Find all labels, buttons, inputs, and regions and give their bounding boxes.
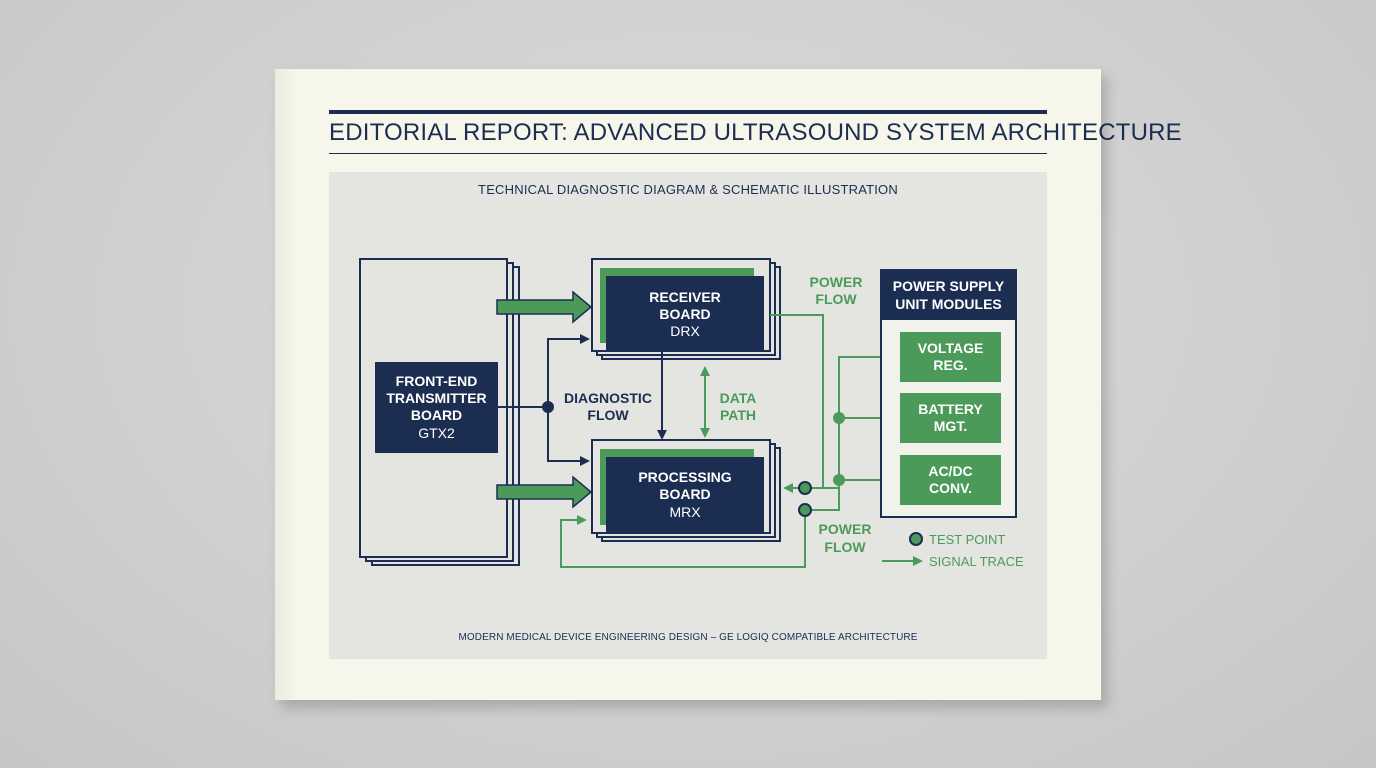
front-end-board [375,362,498,453]
diagnostic-flow-lines [498,334,667,466]
test-point-icon [798,503,812,517]
test-point-icon [798,481,812,495]
processing-board [606,457,764,532]
data-path-label-1: DATA [720,390,757,406]
page-spine [275,69,297,700]
title-rule [329,153,1047,154]
junction-dot [833,412,845,424]
junction-dot [833,474,845,486]
legend-test-point-icon [909,532,923,546]
voltage-reg-module [900,332,1001,382]
receiver-code: DRX [670,323,700,339]
green-arrow-to-processing [496,475,593,509]
power-supply-title-1: POWER SUPPLY [893,278,1005,294]
legend-signal-trace-label: SIGNAL TRACE [929,554,1024,569]
power-supply-title-2: UNIT MODULES [895,296,1002,312]
ac-dc-conv-line2: CONV. [929,480,972,496]
front-end-line1: FRONT-END [396,373,478,389]
diagnostic-flow-label-1: DIAGNOSTIC [564,390,652,406]
ac-dc-conv-module [900,455,1001,505]
front-end-line3: BOARD [411,407,462,423]
data-path-label-2: PATH [720,407,756,423]
receiver-board [606,276,764,350]
power-flow-bottom-label-1: POWER [819,521,872,537]
green-arrow-to-receiver [496,290,593,324]
processing-line2: BOARD [659,486,710,502]
diagnostic-junction [542,401,554,413]
top-rule [329,110,1047,114]
power-supply-header [881,270,1016,320]
ac-dc-conv-line1: AC/DC [928,463,972,479]
voltage-reg-line1: VOLTAGE [918,340,984,356]
front-end-line2: TRANSMITTER [386,390,486,406]
processing-code: MRX [669,504,701,520]
front-end-code: GTX2 [418,425,455,441]
receiver-line2: BOARD [659,306,710,322]
battery-mgt-line1: BATTERY [918,401,983,417]
diagram-title: TECHNICAL DIAGNOSTIC DIAGRAM & SCHEMATIC… [478,182,898,197]
diagnostic-flow-label-2: FLOW [587,407,629,423]
voltage-reg-line2: REG. [933,357,967,373]
processing-line1: PROCESSING [638,469,731,485]
diagram-footer: MODERN MEDICAL DEVICE ENGINEERING DESIGN… [458,632,918,643]
power-flow-top-label-2: FLOW [815,291,857,307]
diagram-panel: TECHNICAL DIAGNOSTIC DIAGRAM & SCHEMATIC… [329,172,1047,659]
report-page: EDITORIAL REPORT: ADVANCED ULTRASOUND SY… [275,69,1182,700]
battery-mgt-module [900,393,1001,443]
legend-test-point-label: TEST POINT [929,532,1005,547]
report-title: EDITORIAL REPORT: ADVANCED ULTRASOUND SY… [329,119,1182,146]
schematic-diagram: FRONT-END TRANSMITTER BOARD GTX2 RECEIVE… [359,258,1024,569]
battery-mgt-line2: MGT. [934,418,967,434]
receiver-line1: RECEIVER [649,289,721,305]
power-flow-bottom-label-2: FLOW [824,539,866,555]
power-flow-top-label-1: POWER [810,274,863,290]
